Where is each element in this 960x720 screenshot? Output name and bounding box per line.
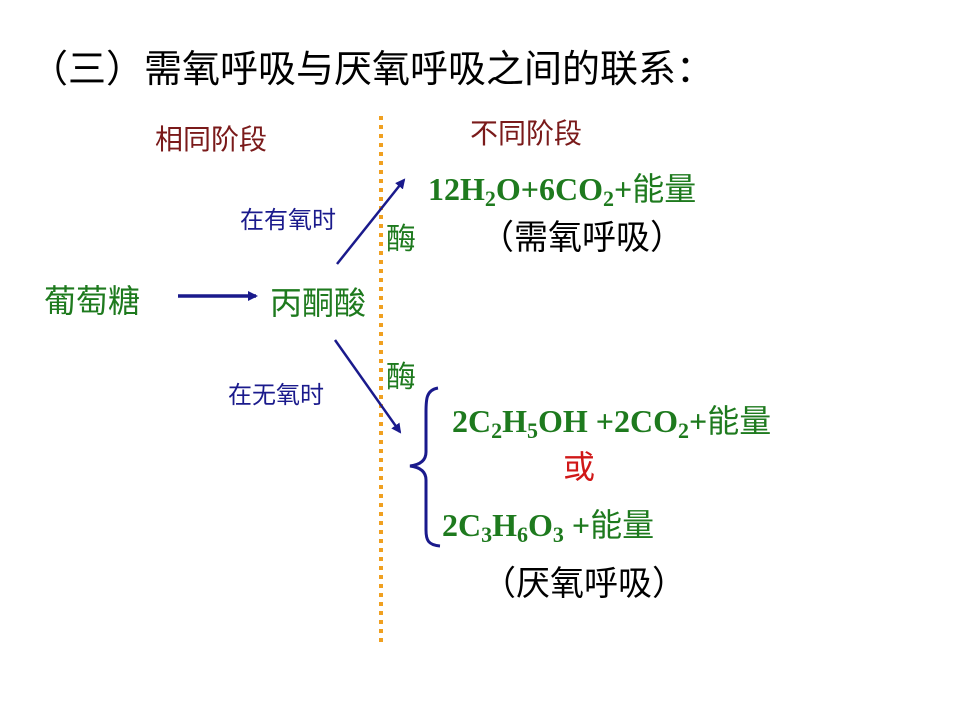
aerobic-condition-label: 在有氧时 <box>240 206 336 234</box>
anaerobic-respiration-label: （厌氧呼吸） <box>482 564 686 604</box>
anaerobic-arrow <box>333 339 402 434</box>
aerobic-product-formula: 12H2O+6CO2+能量 <box>428 170 697 211</box>
anaerobic-products-brace <box>409 386 441 548</box>
aerobic-arrow <box>336 178 406 265</box>
page-title: （三）需氧呼吸与厌氧呼吸之间的联系： <box>30 47 715 91</box>
different-phase-label: 不同阶段 <box>470 117 583 150</box>
glucose-label: 葡萄糖 <box>44 282 141 320</box>
pyruvate-label: 丙酮酸 <box>270 284 367 322</box>
enzyme-label-upper: 酶 <box>386 222 416 257</box>
enzyme-label-lower: 酶 <box>386 360 416 395</box>
aerobic-respiration-label: （需氧呼吸） <box>480 218 684 258</box>
anaerobic-product-lactate: 2C3H6O3 +能量 <box>442 506 655 547</box>
anaerobic-condition-label: 在无氧时 <box>228 381 324 409</box>
or-label: 或 <box>563 448 596 486</box>
same-phase-label: 相同阶段 <box>155 123 268 156</box>
anaerobic-product-ethanol: 2C2H5OH +2CO2+能量 <box>452 402 772 443</box>
